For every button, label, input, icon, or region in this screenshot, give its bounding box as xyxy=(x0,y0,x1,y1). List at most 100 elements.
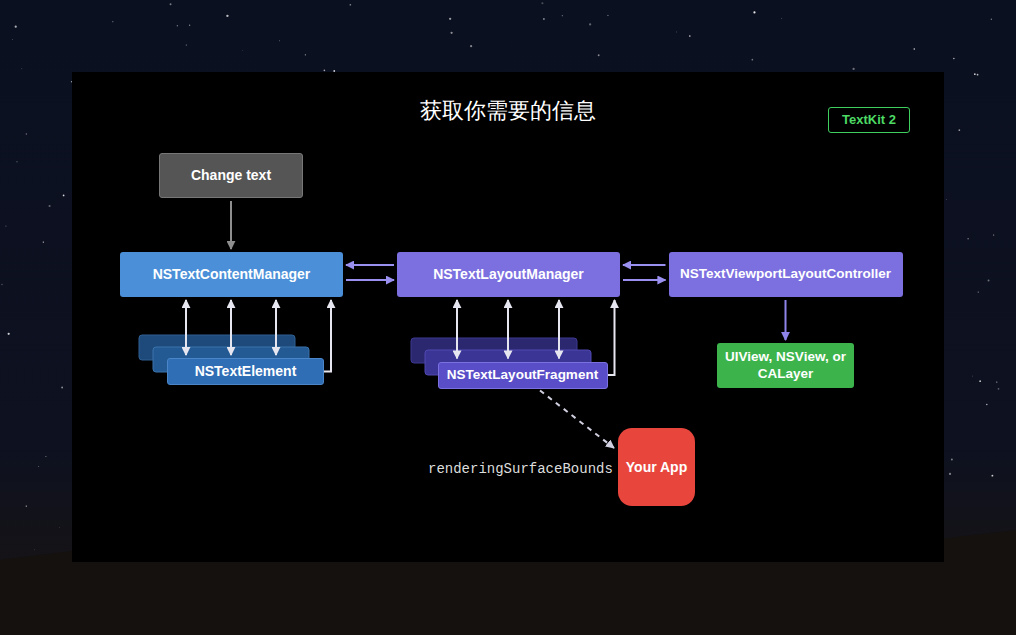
star xyxy=(607,15,608,16)
star xyxy=(38,466,40,468)
process-box: Change text xyxy=(159,153,303,198)
star xyxy=(8,333,10,335)
star xyxy=(852,68,854,70)
star xyxy=(324,70,326,72)
process-box: NSTextLayoutManager xyxy=(397,252,620,297)
connector-arrow xyxy=(623,279,666,281)
star xyxy=(63,195,65,197)
node-text: NSTextViewportLayoutController xyxy=(680,266,891,282)
star xyxy=(945,198,947,200)
app-box: Your App xyxy=(618,428,695,506)
star xyxy=(978,291,979,292)
star xyxy=(541,2,543,4)
star xyxy=(752,59,754,61)
connector-arrow xyxy=(324,300,331,372)
view-box: UIView, NSView, or CALayer xyxy=(717,343,854,388)
star xyxy=(971,375,973,377)
star xyxy=(49,205,51,207)
star xyxy=(16,161,17,162)
fragment-card: NSTextLayoutFragment xyxy=(438,362,608,389)
connector-arrow xyxy=(346,264,394,266)
node-text: NSTextLayoutFragment xyxy=(447,367,598,383)
star xyxy=(589,23,591,25)
node-text: Your App xyxy=(626,459,687,476)
star xyxy=(305,54,306,55)
connector-arrow xyxy=(230,201,232,249)
star xyxy=(953,58,955,60)
star xyxy=(977,74,979,76)
star xyxy=(333,70,335,72)
node-text: NSTextLayoutManager xyxy=(433,266,584,283)
property-name: renderingSurfaceBounds xyxy=(428,461,613,477)
connector-arrow xyxy=(608,300,615,375)
connector-arrow xyxy=(185,300,187,355)
star xyxy=(991,475,993,477)
star xyxy=(689,35,691,37)
star xyxy=(112,21,114,23)
star xyxy=(11,38,13,40)
star xyxy=(26,133,27,134)
node-text: UIView, NSView, or CALayer xyxy=(723,349,848,381)
star xyxy=(543,18,545,20)
node-text: NSTextContentManager xyxy=(153,266,311,283)
star xyxy=(951,458,953,460)
star xyxy=(43,241,44,242)
star xyxy=(449,18,451,20)
process-box: NSTextViewportLayoutController xyxy=(669,252,903,297)
star xyxy=(21,68,23,70)
star xyxy=(598,54,600,56)
star xyxy=(949,473,951,475)
node-text: Change text xyxy=(191,167,271,184)
star xyxy=(242,50,244,52)
star xyxy=(781,17,783,19)
star xyxy=(189,25,190,26)
star xyxy=(958,129,960,131)
star xyxy=(967,238,969,240)
star xyxy=(226,15,228,17)
connector-arrow xyxy=(623,264,666,266)
connector-arrow xyxy=(785,300,787,340)
star xyxy=(59,527,61,529)
star xyxy=(986,404,987,405)
star xyxy=(470,45,472,47)
star xyxy=(15,26,17,28)
star xyxy=(71,81,72,82)
node-text: TextKit 2 xyxy=(842,112,896,128)
element-card: NSTextElement xyxy=(167,358,324,385)
star xyxy=(998,388,1000,390)
stars xyxy=(1,2,1006,595)
star xyxy=(279,40,281,42)
process-box: NSTextContentManager xyxy=(120,252,343,297)
star xyxy=(562,15,563,16)
star xyxy=(170,3,172,5)
connector-arrow xyxy=(346,279,394,281)
connector-arrow xyxy=(275,300,277,355)
slide-panel xyxy=(72,72,944,562)
star xyxy=(974,73,976,75)
star xyxy=(61,387,63,389)
connector-arrow xyxy=(230,300,232,355)
star xyxy=(34,549,36,551)
star xyxy=(913,48,915,50)
connector-arrow xyxy=(456,300,458,359)
badge: TextKit 2 xyxy=(828,107,910,133)
star xyxy=(450,32,452,34)
star xyxy=(5,225,6,226)
connector-arrow xyxy=(558,300,560,359)
star xyxy=(1,284,2,285)
star xyxy=(979,380,981,382)
connector-arrow xyxy=(507,300,509,359)
star xyxy=(988,280,990,282)
star xyxy=(993,234,994,235)
star xyxy=(675,31,677,33)
star xyxy=(186,44,187,45)
star xyxy=(996,381,997,382)
star xyxy=(45,456,47,458)
connector-arrow xyxy=(540,391,614,449)
star xyxy=(177,25,178,26)
star xyxy=(753,11,755,13)
node-text: NSTextElement xyxy=(195,363,297,380)
star xyxy=(26,505,27,506)
